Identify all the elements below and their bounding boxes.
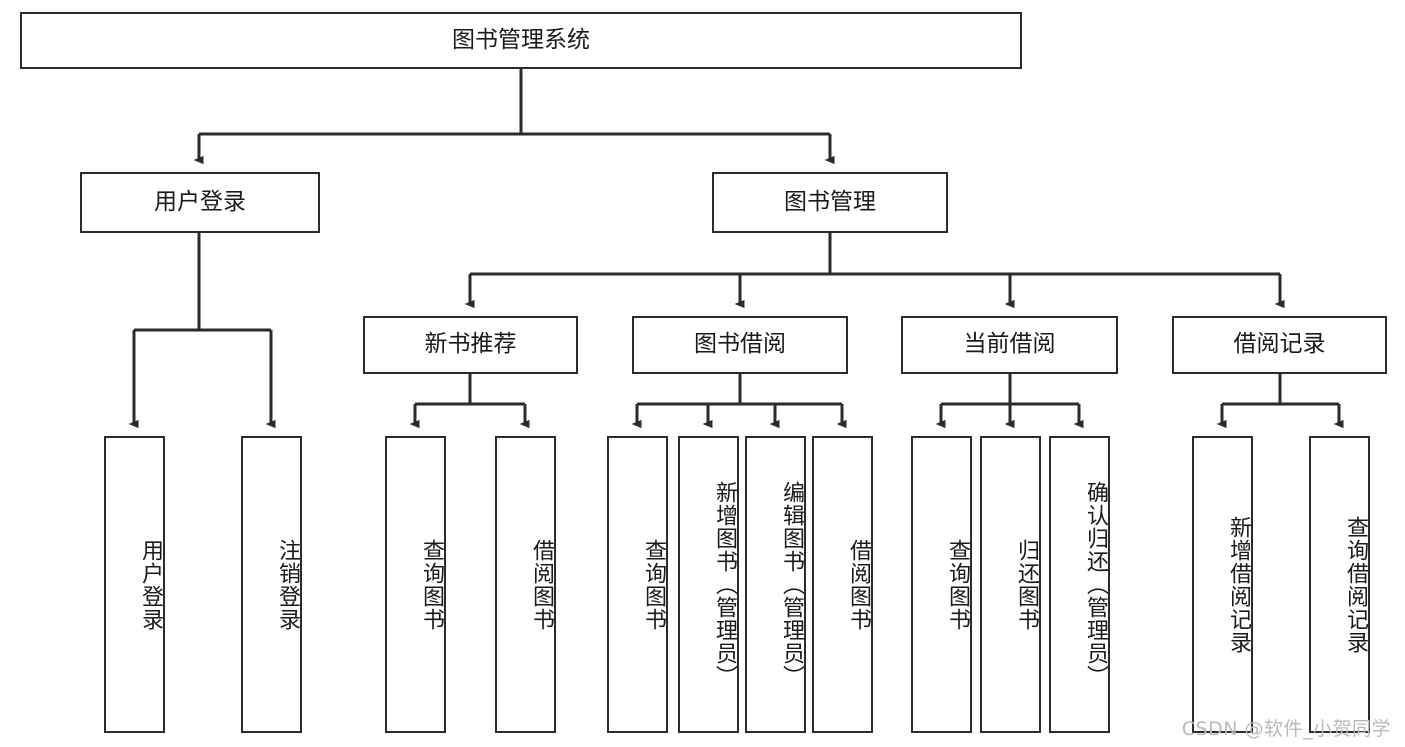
- node-leaf-user-login-label: 用户登录: [138, 538, 163, 631]
- node-leaf-edit-book-label: 编辑图书（管理员）: [779, 481, 804, 688]
- node-leaf-borrow-book-2-label: 借阅图书: [846, 538, 871, 631]
- node-leaf-confirm-return-label: 确认归还（管理员）: [1083, 481, 1108, 688]
- node-leaf-add-record-label: 新增借阅记录: [1226, 515, 1251, 654]
- node-new-book-rec-label: 新书推荐: [424, 331, 517, 358]
- node-leaf-query-record-label: 查询借阅记录: [1343, 515, 1368, 654]
- node-current-borrow-label: 当前借阅: [963, 331, 1056, 358]
- node-leaf-confirm-return[interactable]: 确认归还（管理员）: [1049, 436, 1110, 733]
- node-book-borrow-label: 图书借阅: [694, 331, 786, 358]
- watermark: CSDN @软件_小贺同学: [1181, 718, 1391, 740]
- node-leaf-query-book-2-label: 查询图书: [641, 538, 666, 631]
- node-leaf-borrow-book-1[interactable]: 借阅图书: [495, 436, 556, 733]
- node-book-manage-label: 图书管理: [784, 188, 876, 215]
- node-borrow-record-label: 借阅记录: [1233, 331, 1326, 358]
- node-leaf-return-book[interactable]: 归还图书: [980, 436, 1041, 733]
- node-leaf-logout[interactable]: 注销登录: [241, 436, 302, 733]
- node-leaf-query-record[interactable]: 查询借阅记录: [1309, 436, 1370, 733]
- node-leaf-query-book-3-label: 查询图书: [945, 538, 970, 631]
- node-leaf-query-book-3[interactable]: 查询图书: [911, 436, 972, 733]
- node-new-book-rec[interactable]: 新书推荐: [363, 316, 578, 374]
- node-book-borrow[interactable]: 图书借阅: [632, 316, 848, 374]
- node-user-login-label: 用户登录: [154, 188, 246, 215]
- node-leaf-add-book-label: 新增图书（管理员）: [712, 481, 737, 688]
- node-user-login[interactable]: 用户登录: [80, 172, 320, 233]
- node-leaf-logout-label: 注销登录: [275, 538, 300, 631]
- node-borrow-record[interactable]: 借阅记录: [1172, 316, 1387, 374]
- node-leaf-add-book[interactable]: 新增图书（管理员）: [678, 436, 739, 733]
- node-book-manage[interactable]: 图书管理: [712, 172, 948, 233]
- node-leaf-borrow-book-2[interactable]: 借阅图书: [812, 436, 873, 733]
- node-leaf-query-book-1-label: 查询图书: [419, 538, 444, 631]
- node-leaf-add-record[interactable]: 新增借阅记录: [1192, 436, 1253, 733]
- node-leaf-edit-book[interactable]: 编辑图书（管理员）: [745, 436, 806, 733]
- node-leaf-return-book-label: 归还图书: [1014, 538, 1039, 631]
- node-leaf-query-book-2[interactable]: 查询图书: [607, 436, 668, 733]
- node-leaf-user-login[interactable]: 用户登录: [104, 436, 165, 733]
- node-leaf-borrow-book-1-label: 借阅图书: [529, 538, 554, 631]
- node-leaf-query-book-1[interactable]: 查询图书: [385, 436, 446, 733]
- node-root[interactable]: 图书管理系统: [20, 12, 1022, 69]
- node-current-borrow[interactable]: 当前借阅: [901, 316, 1118, 374]
- node-root-label: 图书管理系统: [452, 26, 590, 53]
